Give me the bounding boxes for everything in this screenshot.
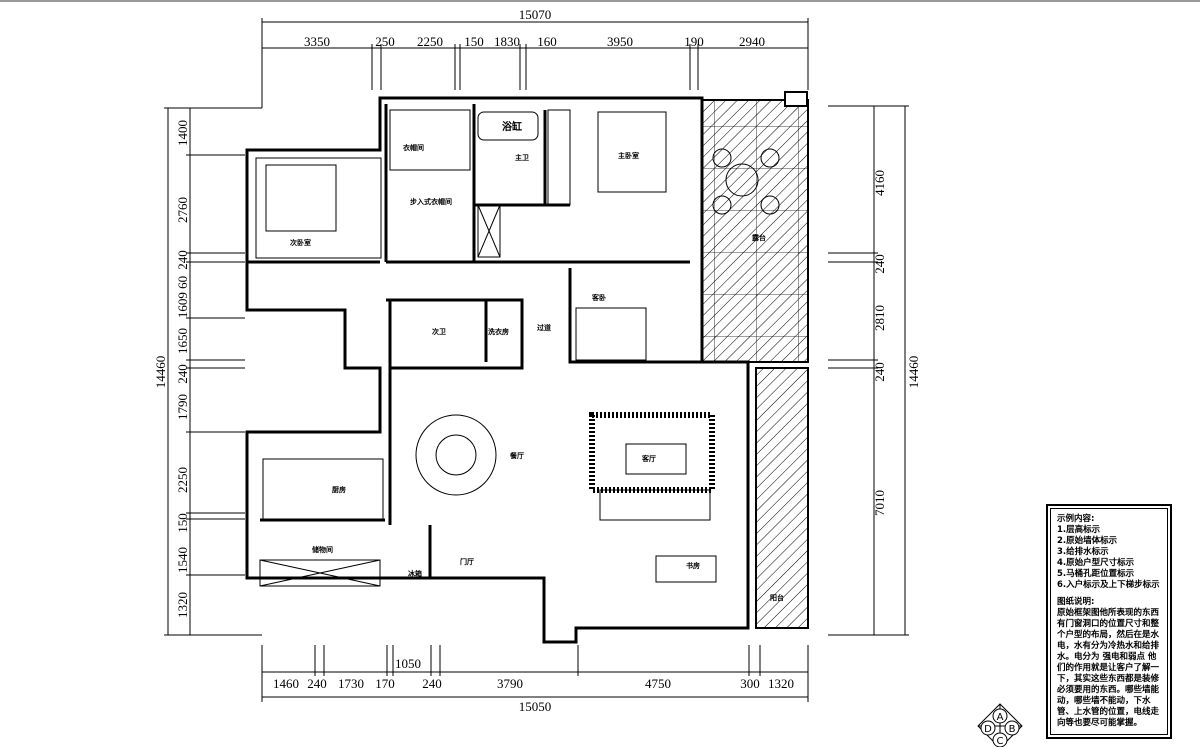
- dim-left: 150: [175, 513, 190, 533]
- dim-bottom: 240: [422, 676, 442, 691]
- room-label-balcony: 阳台: [770, 593, 784, 602]
- dim-left: 1540: [175, 547, 190, 573]
- master-bed: [597, 111, 667, 193]
- room-label-fridge: 冰箱: [408, 569, 422, 578]
- dim-left: 2250: [175, 467, 190, 493]
- guest-bed: [575, 307, 647, 361]
- bottom-dimensions: 1460 240 1730 170 1050 240 3790 4750 300…: [261, 645, 809, 714]
- room-label-walkin: 步入式衣帽间: [410, 197, 452, 206]
- top-dimensions: 15070 3350 250 2250 150 1830 160 3950 19…: [261, 7, 809, 108]
- compass-c: C: [997, 736, 1004, 747]
- legend-item: 5.马桶孔距位置标示: [1057, 569, 1135, 579]
- legend-item: 1.层高标示: [1057, 525, 1101, 535]
- dim-left: 240: [175, 250, 190, 270]
- room-label-guest-room: 客卧: [591, 293, 606, 302]
- dim-top: 190: [684, 34, 704, 49]
- room-labels: 衣帽间 步入式衣帽间 浴缸 主卫 主卧室 次卧室 客卧 次卫 洗衣房 过道 餐厅…: [290, 120, 784, 602]
- room-label-study: 书房: [686, 561, 700, 570]
- dim-top: 160: [537, 34, 557, 49]
- dim-top: 1830: [494, 34, 520, 49]
- dim-top: 150: [464, 34, 484, 49]
- living-rug: [589, 412, 715, 493]
- room-label-dining: 餐厅: [509, 451, 524, 460]
- kitchen-counter: [262, 458, 384, 522]
- room-label-corridor: 过道: [537, 323, 551, 332]
- dim-bottom: 1460: [273, 676, 299, 691]
- room-label-master-bedroom: 主卧室: [618, 151, 639, 160]
- room-label-bathtub: 浴缸: [502, 120, 522, 133]
- dim-bottom-total: 15050: [519, 699, 552, 714]
- room-label-cloakroom: 衣帽间: [403, 143, 424, 152]
- dim-right-total: 14460: [906, 356, 921, 389]
- dim-top: 250: [375, 34, 395, 49]
- left-dimensions: 14460 1400 2760 240 1609 60 1650 240 179…: [153, 107, 262, 636]
- second-bed: [265, 164, 337, 232]
- room-label-laundry: 洗衣房: [488, 327, 509, 336]
- dim-right: 2810: [872, 305, 887, 331]
- legend-item: 2.原始墙体标示: [1057, 536, 1118, 546]
- compass-a: A: [997, 712, 1004, 723]
- dim-left: 1609 60: [175, 276, 190, 318]
- legend-title: 示例内容:: [1057, 514, 1095, 524]
- room-label-living: 客厅: [641, 454, 656, 463]
- walls: [245, 91, 808, 644]
- dim-bottom: 1320: [768, 676, 794, 691]
- legend-item: 6.入户标示及上下梯步标示: [1057, 580, 1160, 590]
- room-label-second-bath: 次卫: [432, 327, 446, 336]
- bathtub: [477, 111, 539, 141]
- dim-top: 2940: [739, 34, 765, 49]
- dim-left: 240: [175, 364, 190, 384]
- sofa: [599, 489, 711, 521]
- dim-top-total: 15070: [519, 7, 552, 22]
- room-label-second-bedroom: 次卧室: [290, 238, 311, 247]
- dim-left: 2760: [175, 197, 190, 223]
- legend-item: 3.给排水标示: [1057, 547, 1109, 557]
- dim-top: 3350: [304, 34, 330, 49]
- right-dimensions: 4160 240 2810 240 7010 14460: [828, 105, 921, 636]
- legend-note: 原始框架图他所表现的东西有门窗洞口的位置尺寸和整个户型的布局，然后在是水电，水有…: [1057, 608, 1160, 728]
- dim-left: 1320: [175, 592, 190, 618]
- room-label-terrace: 露台: [752, 233, 766, 242]
- dim-right: 7010: [872, 490, 887, 516]
- room-label-kitchen: 厨房: [332, 485, 346, 494]
- compass-b: B: [1009, 724, 1016, 735]
- dim-bottom: 1730: [338, 676, 364, 691]
- compass-icon: A B C D: [977, 703, 1023, 747]
- dim-right: 4160: [872, 170, 887, 196]
- desk: [655, 555, 717, 583]
- terrace-table: [725, 163, 759, 197]
- dim-bottom: 300: [740, 676, 760, 691]
- dim-bottom: 4750: [645, 676, 671, 691]
- dim-left: 1790: [175, 394, 190, 420]
- dim-bottom: 170: [375, 676, 395, 691]
- room-label-foyer: 门厅: [460, 557, 474, 566]
- compass-d: D: [984, 724, 992, 735]
- dim-left: 1400: [175, 120, 190, 146]
- balcony-area: [755, 367, 809, 629]
- dim-left-total: 14460: [153, 356, 168, 389]
- dim-bottom: 1050: [395, 656, 421, 671]
- dim-right: 240: [872, 362, 887, 382]
- room-label-storage: 储物间: [311, 545, 333, 554]
- legend-item: 4.原始户型尺寸标示: [1057, 558, 1135, 568]
- legend-box: 示例内容: 1.层高标示 2.原始墙体标示 3.给排水标示 4.原始户型尺寸标示…: [1046, 504, 1172, 739]
- legend-note-title: 图纸说明:: [1057, 597, 1095, 607]
- dim-top: 3950: [607, 34, 633, 49]
- dim-bottom: 3790: [497, 676, 523, 691]
- dim-right: 240: [872, 254, 887, 274]
- dim-bottom: 240: [307, 676, 327, 691]
- room-label-master-bath: 主卫: [515, 153, 529, 162]
- dining-table: [415, 414, 497, 496]
- dim-top: 2250: [417, 34, 443, 49]
- dim-left: 1650: [175, 328, 190, 354]
